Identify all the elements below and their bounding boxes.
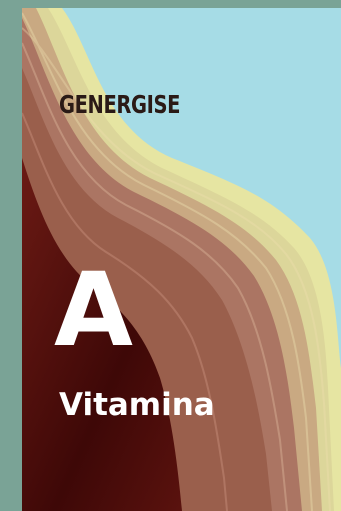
cover-card[interactable]: GENERGISE A Vitamina bbox=[22, 8, 341, 511]
vitamin-letter: A bbox=[54, 251, 133, 370]
wave-texture bbox=[22, 12, 331, 511]
vitamin-word: Vitamina bbox=[59, 387, 215, 423]
wave-artwork bbox=[22, 8, 341, 511]
brand-name: GENERGISE bbox=[59, 90, 181, 119]
wave-layer-dark bbox=[22, 158, 182, 511]
